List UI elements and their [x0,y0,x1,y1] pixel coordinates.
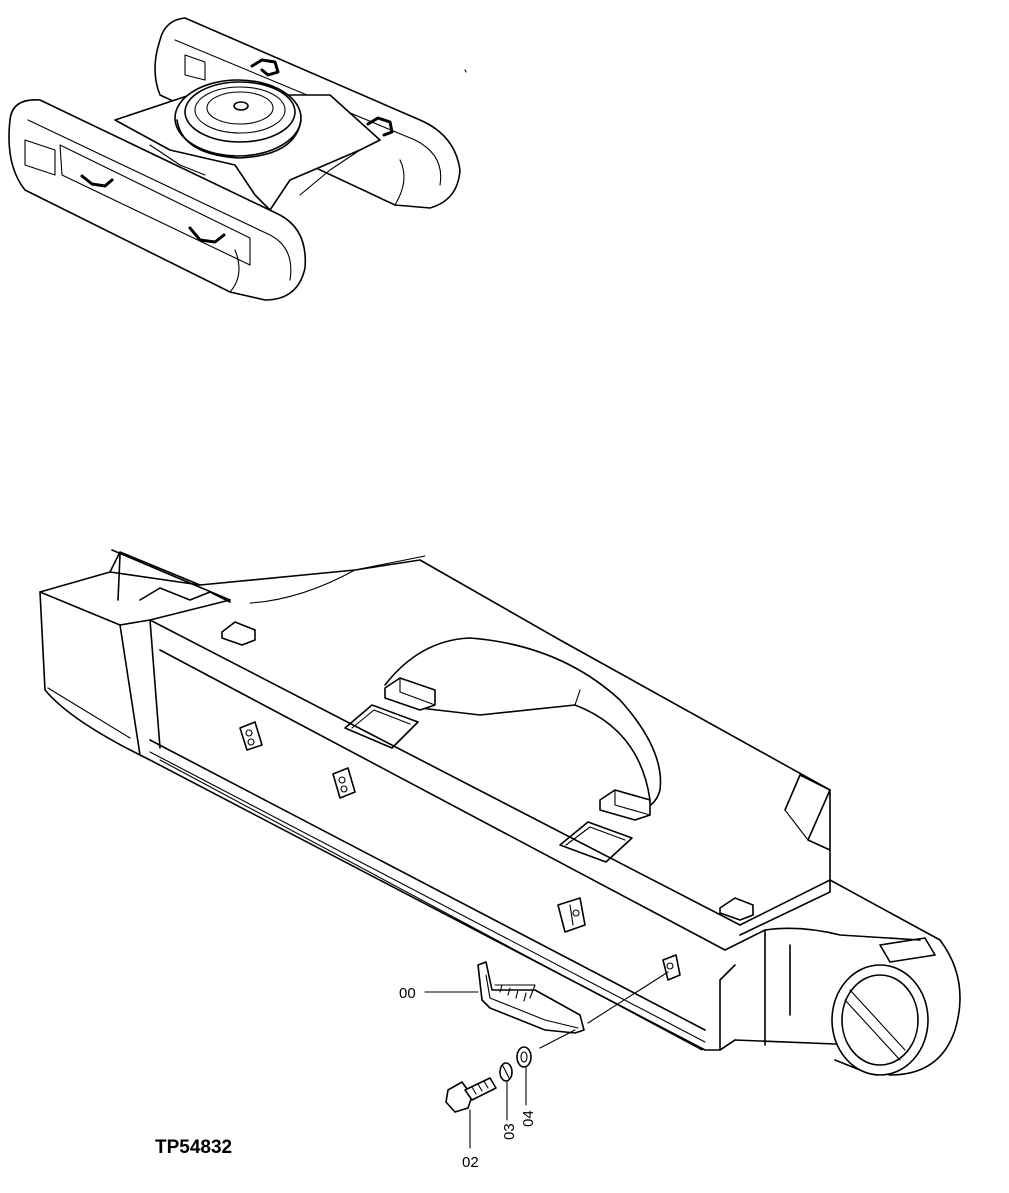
bolt-part-02 [445,1077,497,1113]
track-frame-body [39,559,961,1076]
callout-04: 04 [520,1110,537,1127]
callout-02: 02 [462,1154,479,1171]
carrier-roller-bracket [384,637,662,821]
access-opening-1 [344,704,419,749]
front-track-frame [8,99,307,301]
guard-part-00 [477,961,585,1034]
assembly-line [587,971,669,1024]
callout-03: 03 [501,1123,518,1140]
idler-yoke [719,774,936,1076]
track-frame-detail [39,549,961,1076]
overview-guard-markers [80,58,394,244]
access-opening-2 [559,821,633,863]
spring-washer-part-03 [499,1062,513,1082]
guard-mounting-pads [239,721,681,981]
drawing-reference-number: TP54832 [155,1137,232,1158]
callout-00: 00 [399,985,416,1002]
washer-part-04 [516,1046,532,1068]
swing-bearing [174,79,302,159]
undercarriage-overview [8,17,467,301]
